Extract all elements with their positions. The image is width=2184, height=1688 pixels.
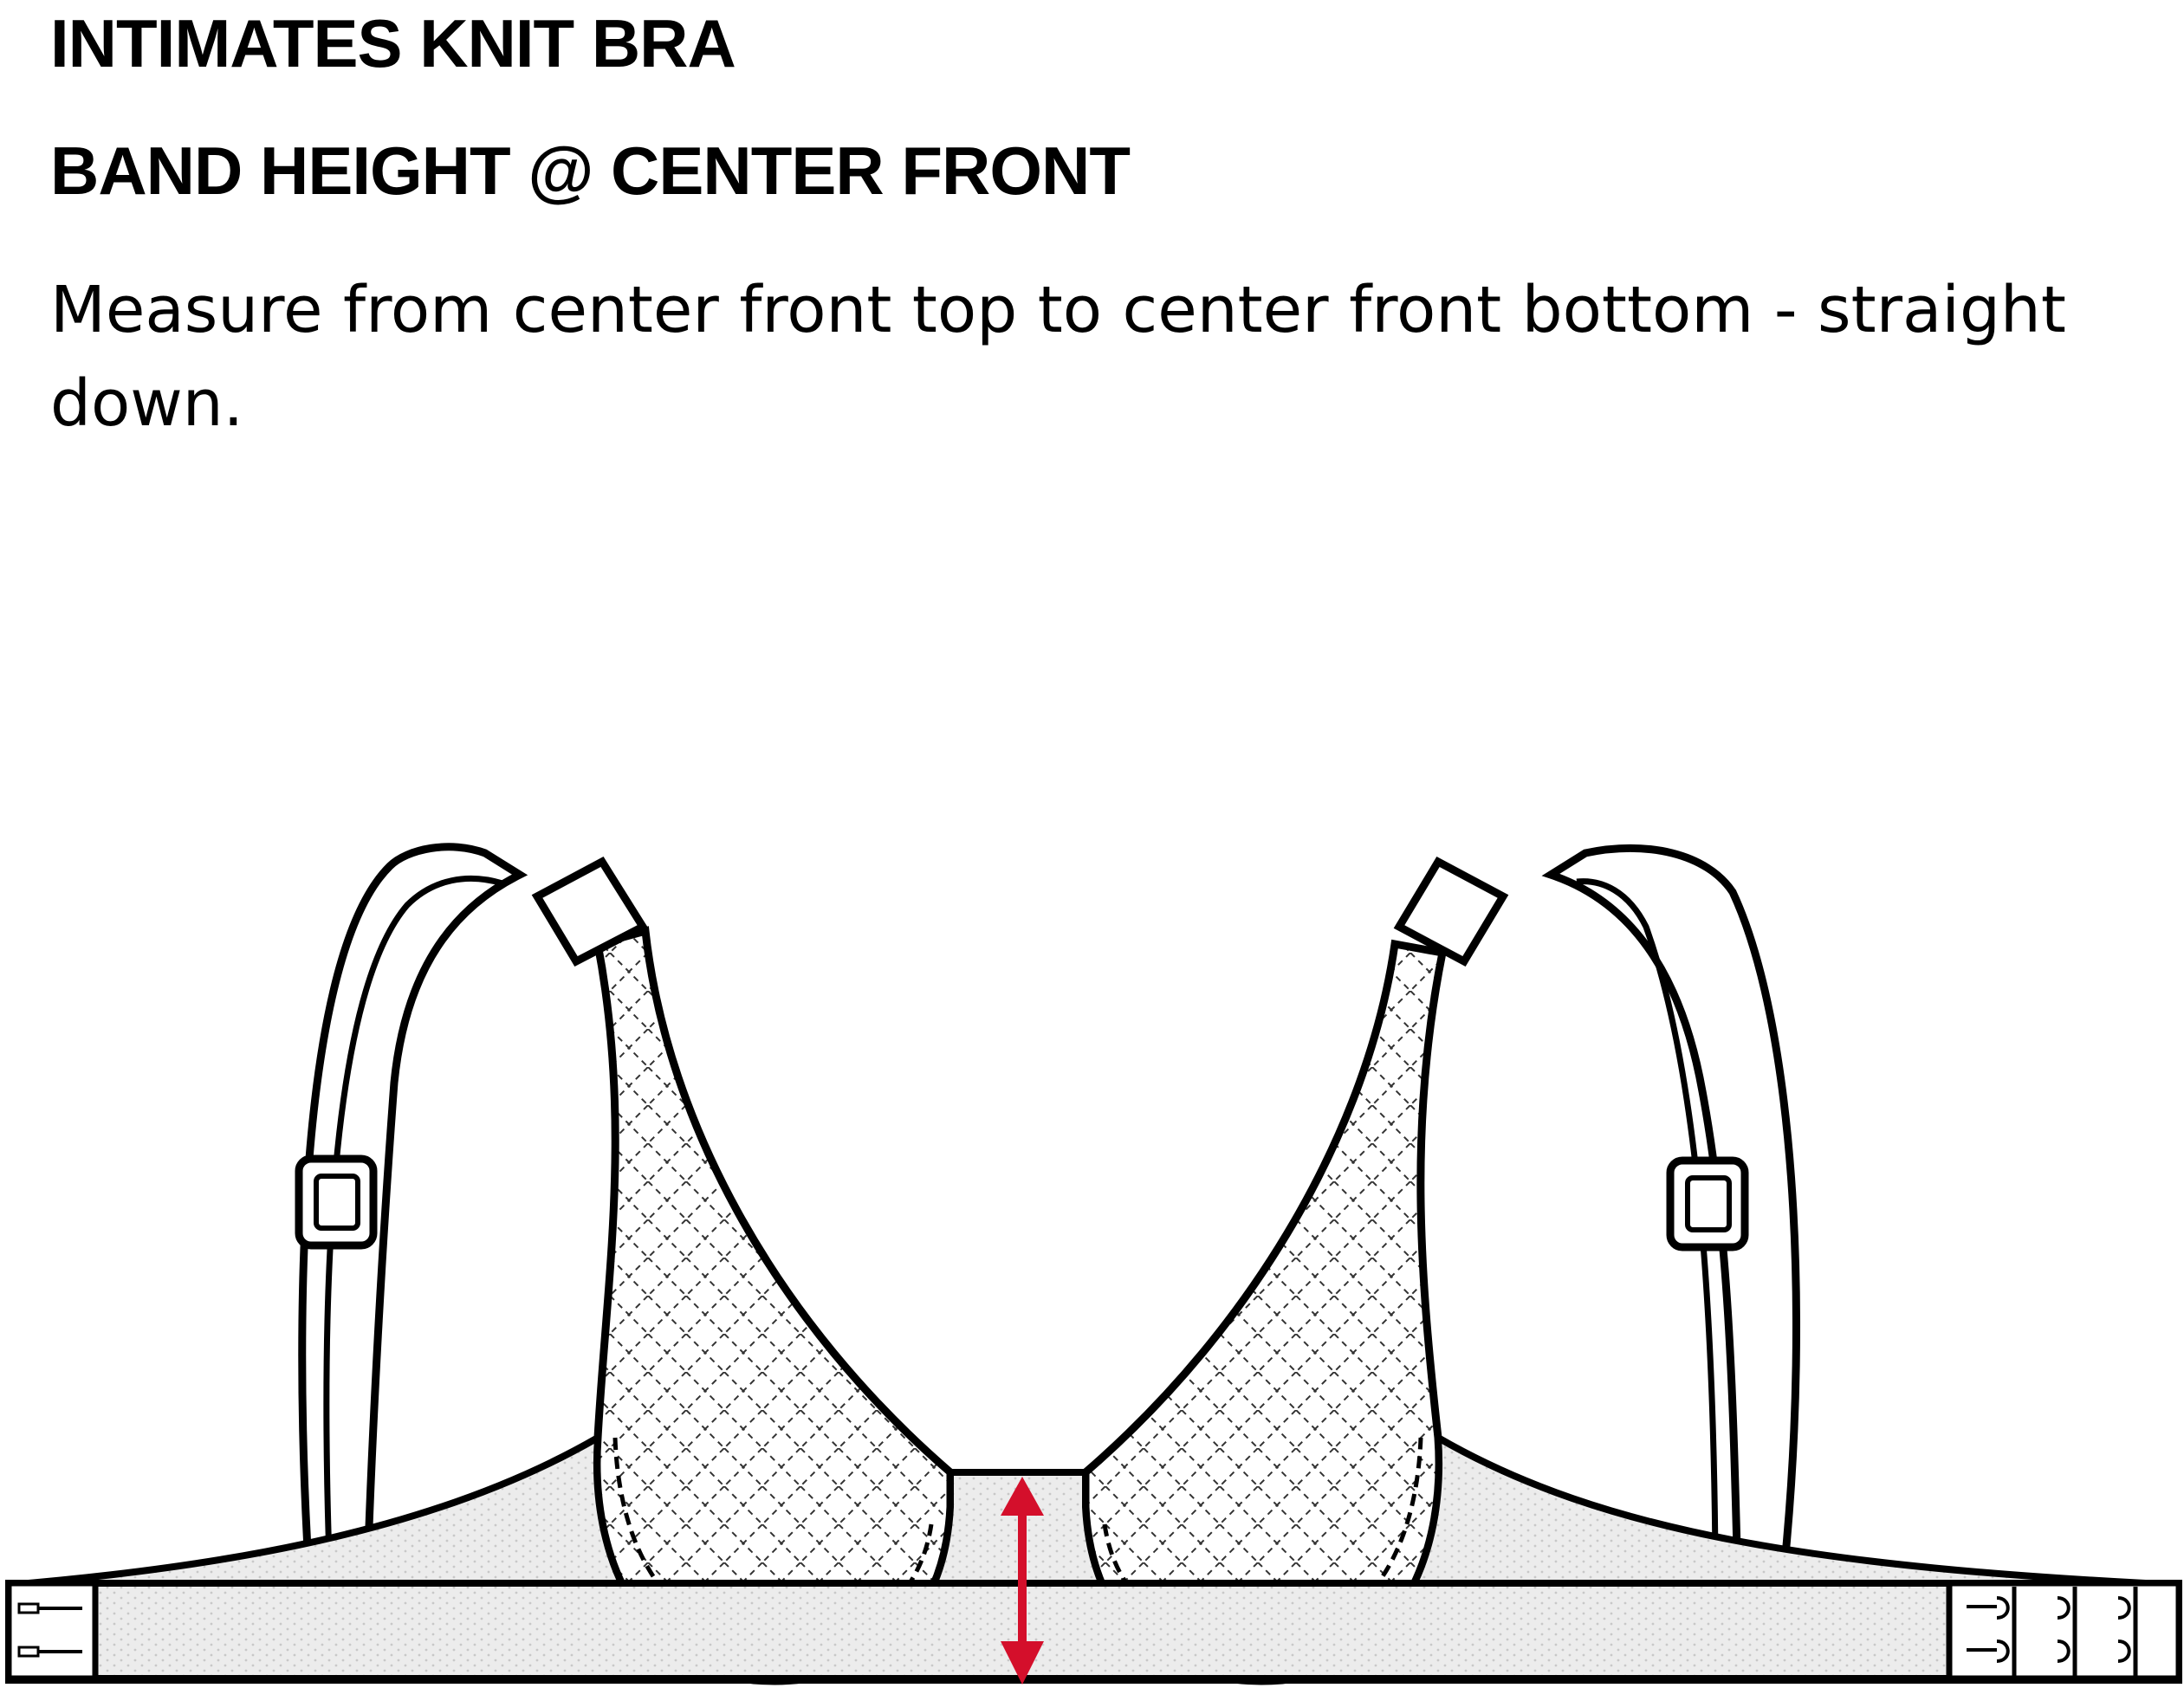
right-strap-tab — [1393, 857, 1509, 967]
band-height-arrow — [1001, 1477, 1044, 1685]
bottom-band — [5, 1580, 2182, 1682]
left-strap-tab — [531, 857, 649, 967]
right-strap-inner — [1576, 878, 1719, 1560]
left-strap-slider — [295, 1154, 378, 1250]
page-title: INTIMATES KNIT BRA — [50, 5, 736, 81]
measurement-instructions: Measure from center front top to center … — [50, 273, 2066, 441]
right-cup — [1081, 939, 1448, 1685]
right-strap-slider — [1666, 1156, 1749, 1251]
left-strap-inner — [323, 875, 504, 1560]
measurement-name: BAND HEIGHT @ CENTER FRONT — [50, 133, 1131, 209]
eye-closure-right — [1946, 1580, 2182, 1682]
hook-closure-left — [5, 1580, 99, 1682]
